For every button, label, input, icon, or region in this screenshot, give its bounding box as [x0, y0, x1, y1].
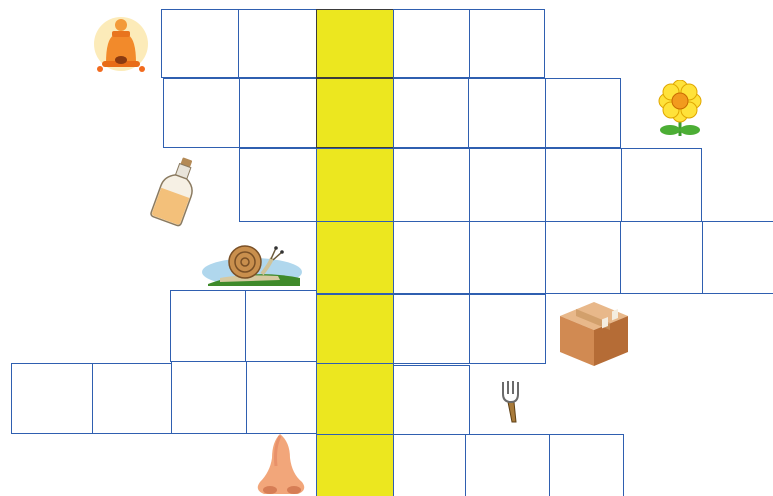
row4-key-cell[interactable]: [316, 221, 394, 294]
row5-cell4[interactable]: [393, 294, 470, 364]
row2-cell1[interactable]: [163, 78, 240, 148]
bell-icon: [92, 13, 150, 77]
row3-cell5[interactable]: [545, 148, 622, 222]
row3-cell3[interactable]: [393, 148, 470, 222]
row6-key-cell[interactable]: [316, 363, 394, 435]
flower-icon: [652, 80, 708, 142]
row6-cell4[interactable]: [246, 361, 317, 434]
row5-cell2[interactable]: [245, 290, 317, 362]
row6-cell3[interactable]: [171, 361, 247, 434]
row5-cell5[interactable]: [469, 294, 546, 364]
row3-key-cell[interactable]: [316, 148, 394, 222]
row5-key-cell[interactable]: [316, 294, 394, 364]
row3-cell6[interactable]: [621, 148, 702, 222]
snail-icon: [200, 228, 304, 288]
row1-cell4[interactable]: [393, 9, 470, 78]
row1-cell2[interactable]: [238, 9, 317, 78]
row5-cell1[interactable]: [170, 290, 246, 362]
row7-key-cell[interactable]: [316, 434, 394, 496]
row1-key-cell[interactable]: [316, 9, 394, 78]
row2-cell4[interactable]: [393, 78, 469, 148]
row6-cell2[interactable]: [92, 363, 172, 434]
row2-key-cell[interactable]: [316, 78, 394, 148]
row3-cell1[interactable]: [239, 148, 317, 222]
row4-cell4[interactable]: [545, 221, 621, 294]
row1-cell1[interactable]: [161, 9, 239, 78]
row4-cell6[interactable]: [702, 221, 773, 294]
row7-cell3[interactable]: [465, 434, 550, 496]
row7-cell4[interactable]: [549, 434, 624, 496]
nose-icon: [250, 432, 314, 496]
fork-icon: [498, 378, 524, 424]
cardboard-box-icon: [556, 296, 632, 368]
row6-cell1[interactable]: [11, 363, 93, 434]
row2-cell5[interactable]: [468, 78, 546, 148]
row4-cell5[interactable]: [620, 221, 703, 294]
row6-cell6[interactable]: [393, 365, 470, 435]
row4-cell2[interactable]: [393, 221, 470, 294]
row3-cell4[interactable]: [469, 148, 546, 222]
row4-cell3[interactable]: [469, 221, 546, 294]
row2-cell2[interactable]: [239, 78, 317, 148]
row7-cell2[interactable]: [393, 434, 466, 496]
row1-cell5[interactable]: [469, 9, 545, 78]
bottle-icon: [150, 155, 202, 227]
row2-cell6[interactable]: [545, 78, 621, 148]
